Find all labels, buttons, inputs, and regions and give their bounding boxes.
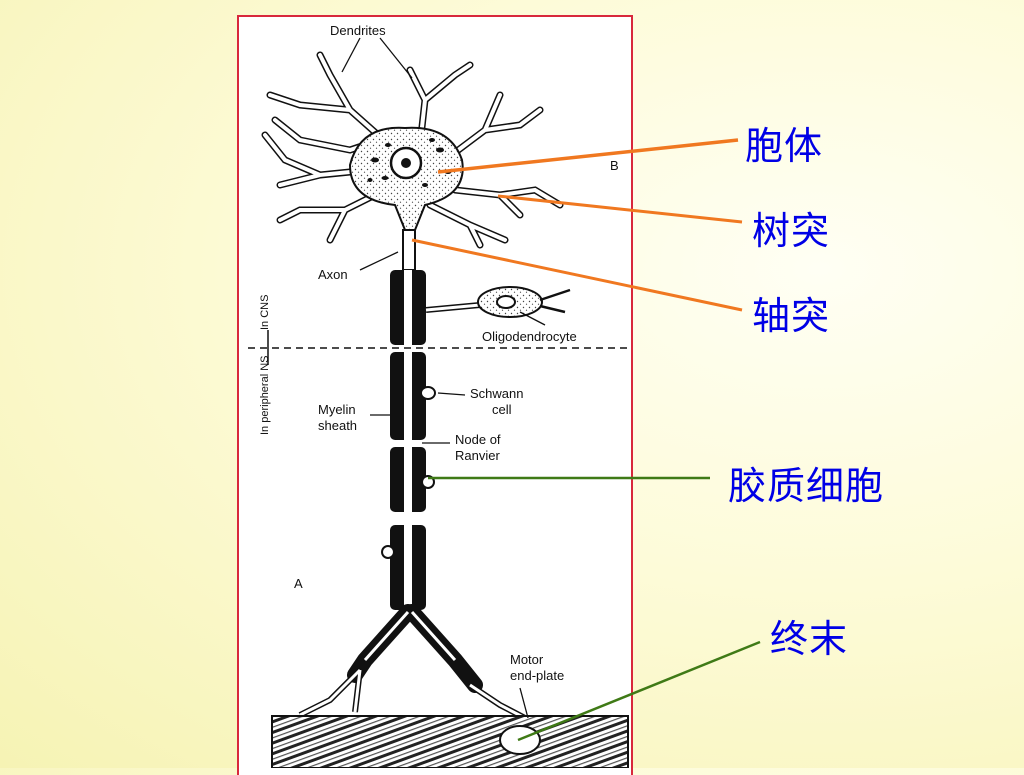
label-node-2: Ranvier: [455, 448, 500, 463]
nissl-bodies: [367, 138, 452, 187]
annotation-axon: 轴突: [752, 294, 831, 338]
label-myelin-2: sheath: [318, 418, 357, 433]
label-motor-1: Motor: [510, 652, 544, 667]
nucleolus: [401, 158, 411, 168]
schwann-nucleus-3: [381, 545, 395, 559]
schwann-nucleus: [420, 386, 436, 400]
label-node-1: Node of: [455, 432, 501, 447]
annotation-terminal: 终末: [770, 617, 849, 661]
label-in-peripheral-ns: In peripheral NS: [259, 356, 271, 436]
annotation-glial-cell: 胶质细胞: [728, 464, 885, 508]
axon-terminal: [298, 604, 527, 721]
label-a: A: [294, 576, 303, 591]
label-motor-2: end-plate: [510, 668, 564, 683]
annotation-dendrite: 树突: [752, 209, 831, 253]
label-in-cns: In CNS: [259, 295, 271, 330]
label-oligodendrocyte: Oligodendrocyte: [482, 329, 577, 344]
label-dendrites: Dendrites: [330, 23, 386, 38]
muscle-fiber: [271, 715, 629, 768]
leader-cell-body: [437, 138, 739, 174]
label-b: B: [610, 158, 619, 173]
label-axon: Axon: [318, 267, 348, 282]
label-myelin-1: Myelin: [318, 402, 356, 417]
label-schwann-1: Schwann: [470, 386, 523, 401]
leader-terminal: [517, 640, 761, 742]
leader-dendrite: [497, 194, 743, 224]
annotation-cell-body: 胞体: [745, 124, 824, 168]
leader-axon: [411, 238, 743, 312]
axon-hillock: [402, 229, 416, 271]
label-schwann-2: cell: [492, 402, 512, 417]
label-pointers: [341, 37, 546, 719]
